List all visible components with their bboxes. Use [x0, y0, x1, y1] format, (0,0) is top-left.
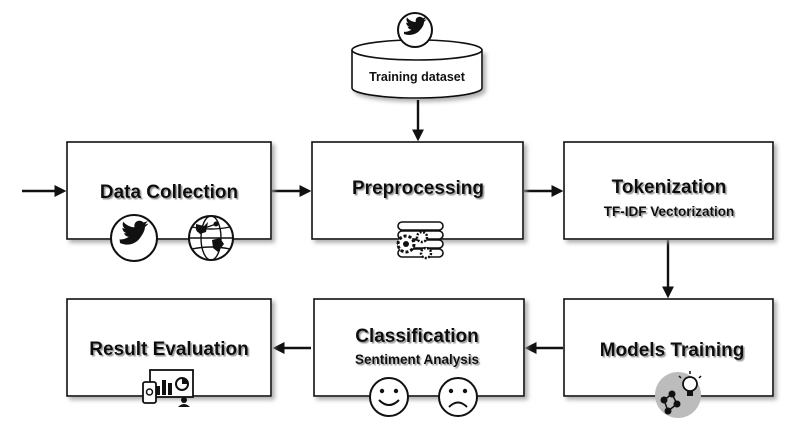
step-result-evaluation: Result Evaluation — [66, 298, 272, 407]
tokenization-subtitle: TF-IDF Vectorization — [604, 204, 735, 219]
database-gears-icon — [396, 221, 444, 260]
data-collection-title: Data Collection — [100, 182, 238, 203]
step-preprocessing: Preprocessing — [311, 141, 524, 260]
training-dataset-label: Training dataset — [369, 70, 466, 84]
classification-subtitle: Sentiment Analysis — [355, 352, 479, 367]
twitter-bird-icon — [397, 12, 433, 48]
step-classification: Classification Sentiment Analysis — [313, 298, 525, 417]
preprocessing-title: Preprocessing — [352, 178, 484, 199]
training-dataset: Training dataset — [351, 12, 483, 99]
arrows — [22, 100, 674, 354]
twitter-bird-icon — [110, 214, 158, 262]
smiley-sad-icon — [438, 377, 478, 417]
step-models-training: Models Training — [563, 298, 774, 418]
result-evaluation-title: Result Evaluation — [89, 339, 248, 360]
step-data-collection: Data Collection — [66, 141, 272, 262]
tokenization-title: Tokenization — [612, 177, 727, 198]
models-training-title: Models Training — [600, 340, 745, 361]
lightbulb-network-icon — [655, 371, 702, 418]
smiley-happy-icon — [369, 377, 409, 417]
step-tokenization: Tokenization TF-IDF Vectorization — [563, 141, 774, 240]
classification-title: Classification — [355, 326, 479, 347]
globe-network-icon — [188, 215, 234, 261]
dashboard-charts-icon — [142, 369, 194, 407]
